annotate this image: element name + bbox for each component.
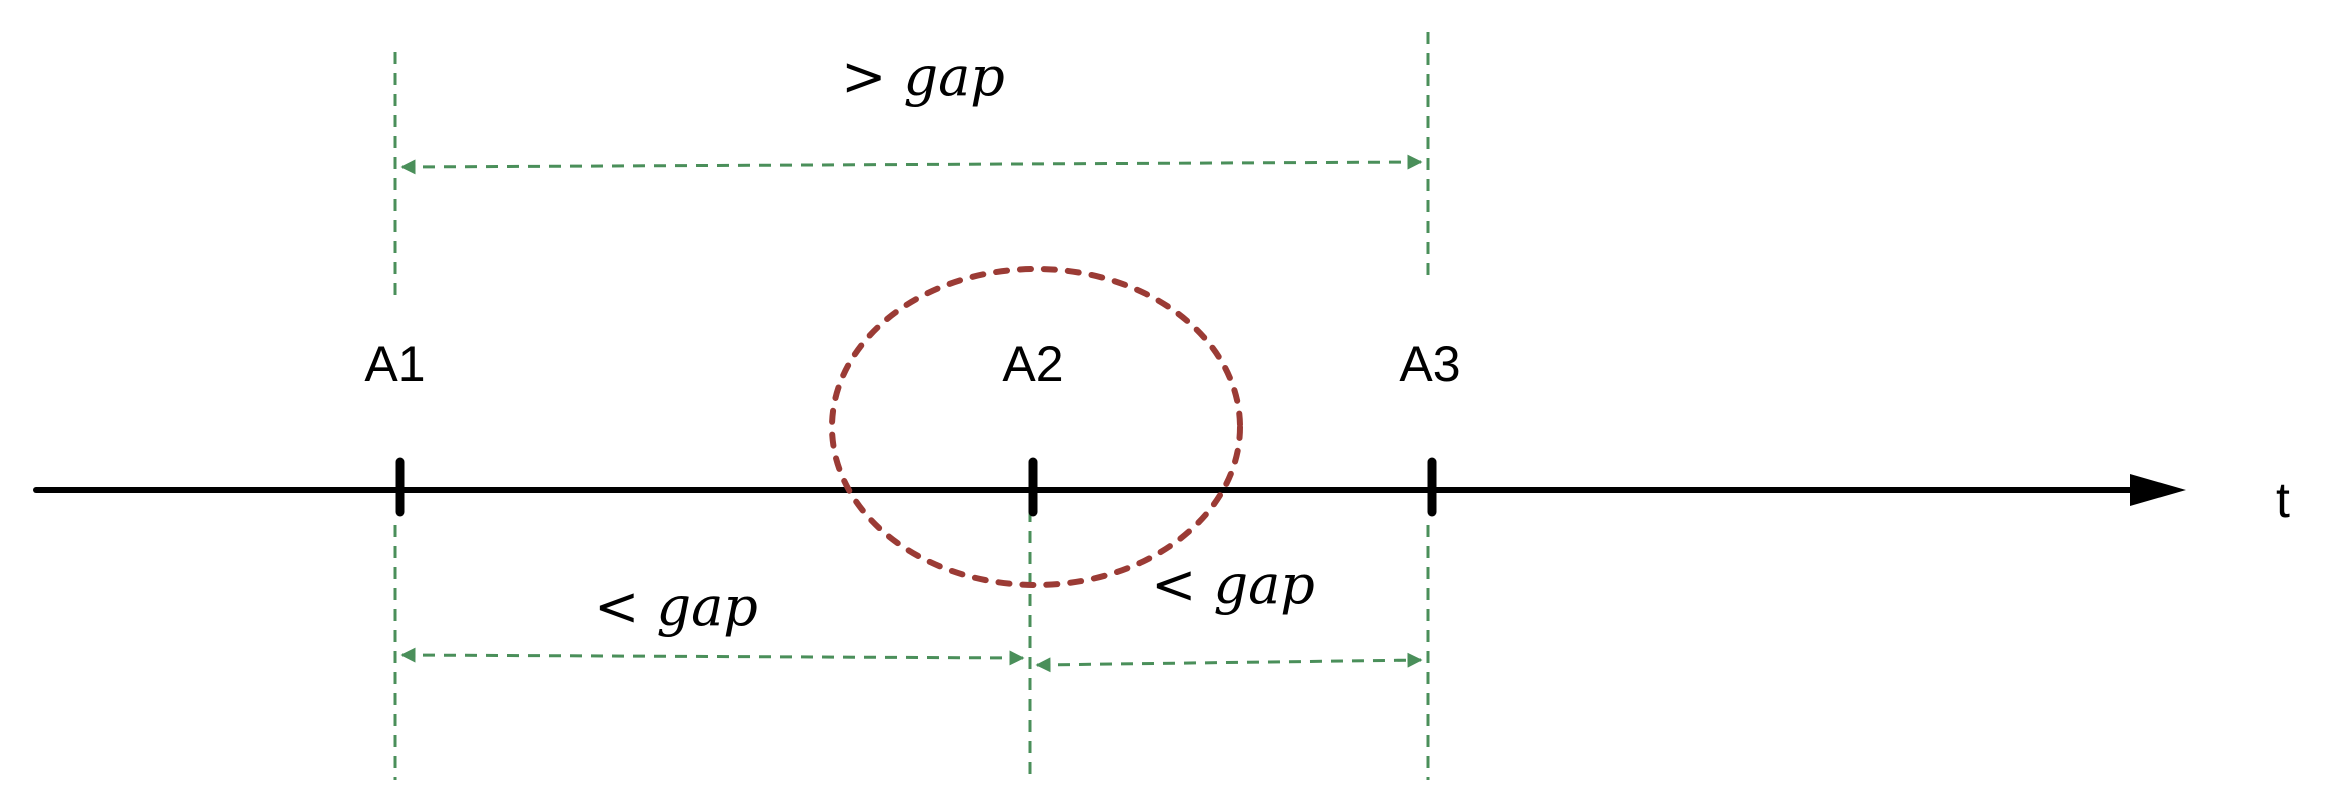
event-label-a2: A2 bbox=[1002, 336, 1063, 392]
time-axis: t bbox=[33, 472, 2290, 528]
interval-label-a2-a3: < gap bbox=[1151, 553, 1315, 616]
event-labels: A1 A2 A3 bbox=[364, 336, 1460, 392]
interval-labels: > gap < gap < gap bbox=[594, 45, 1315, 638]
event-label-a3: A3 bbox=[1399, 336, 1460, 392]
interval-arrow-a1-a3 bbox=[400, 154, 1423, 175]
event-ticks bbox=[395, 457, 1437, 517]
interval-label-a1-a2: < gap bbox=[594, 575, 758, 638]
interval-label-a1-a3: > gap bbox=[841, 45, 1005, 108]
axis-label: t bbox=[2276, 472, 2290, 528]
interval-arrow-a1-a2 bbox=[400, 647, 1025, 666]
highlight-ellipse bbox=[829, 266, 1243, 588]
interval-arrow-a2-a3 bbox=[1035, 652, 1423, 673]
guide-lines bbox=[393, 32, 1430, 780]
interval-arrows bbox=[400, 154, 1423, 673]
axis-arrowhead bbox=[2130, 474, 2186, 506]
event-label-a1: A1 bbox=[364, 336, 425, 392]
